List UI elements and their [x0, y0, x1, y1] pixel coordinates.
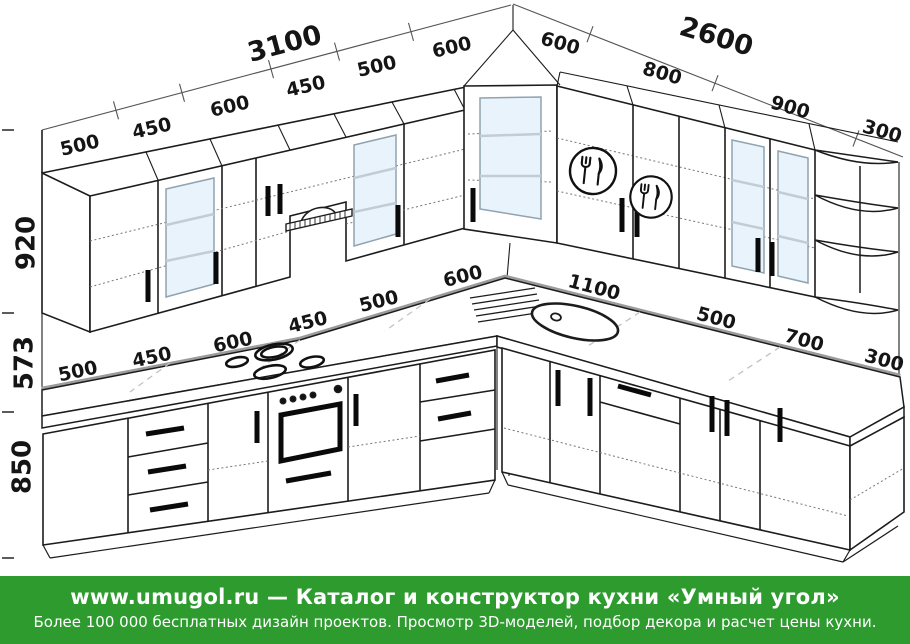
oven — [278, 384, 343, 484]
dim-total-left: 3100 — [244, 19, 325, 68]
oven-handle — [285, 470, 332, 484]
plinth — [42, 479, 496, 559]
dim-upper-right-0: 600 — [538, 27, 582, 59]
dim-upper-left-1: 450 — [130, 113, 174, 143]
corner-wall-cabinet — [463, 5, 561, 279]
dim-upper-right-2: 900 — [768, 91, 812, 123]
wall-cabinets-right — [556, 71, 899, 298]
glass-door — [479, 96, 542, 220]
sink — [469, 287, 620, 342]
footer-banner: www.umugol.ru — Каталог и конструктор ку… — [0, 576, 910, 644]
dim-height-wall-cabinets: 920 — [12, 216, 42, 270]
dim-upper-left-4: 500 — [355, 51, 399, 81]
glass-door — [777, 150, 809, 284]
glass-door — [165, 177, 215, 298]
base-cabinets-left — [42, 349, 496, 559]
corner-shelf-unit — [814, 149, 900, 377]
footer-site-url: www.umugol.ru — [70, 585, 260, 609]
cooktop — [224, 342, 326, 381]
dim-height-backsplash-gap: 573 — [10, 336, 40, 390]
door-handles-upper-right — [619, 198, 775, 276]
door-handles-upper-left — [145, 184, 401, 302]
footer-tagline: Каталог и конструктор кухни «Умный угол» — [295, 585, 840, 609]
countertop — [41, 277, 905, 450]
dim-upper-right-1: 800 — [640, 57, 684, 89]
cooker-hood-icon — [285, 206, 353, 232]
wall-cabinet-side-panel — [41, 171, 91, 334]
dim-height-base-cabinets: 850 — [8, 440, 38, 494]
drainboard-grooves — [469, 287, 544, 323]
dim-upper-left-0: 500 — [58, 130, 102, 160]
footer-separator: — — [266, 585, 289, 609]
base-handles-right — [555, 370, 783, 442]
height-dimension-ticks — [2, 129, 14, 559]
glass-door — [353, 134, 397, 247]
base-cabinets-right — [501, 346, 905, 563]
kitchen-drawing: 3100 2600 500 450 600 450 500 600 600 80… — [2, 3, 906, 563]
dim-upper-left-3: 450 — [284, 71, 328, 101]
dim-upper-left-2: 600 — [208, 91, 252, 121]
oven-window — [278, 400, 343, 465]
footer-title-line: www.umugol.ru — Каталог и конструктор ку… — [0, 585, 910, 609]
dim-upper-left-5: 600 — [430, 32, 474, 62]
base-handles-left — [145, 372, 472, 513]
footer-subtitle: Более 100 000 бесплатных дизайн проектов… — [33, 613, 877, 631]
dimension-lines — [41, 3, 904, 158]
dim-total-right: 2600 — [676, 11, 757, 63]
plinth — [501, 471, 899, 563]
